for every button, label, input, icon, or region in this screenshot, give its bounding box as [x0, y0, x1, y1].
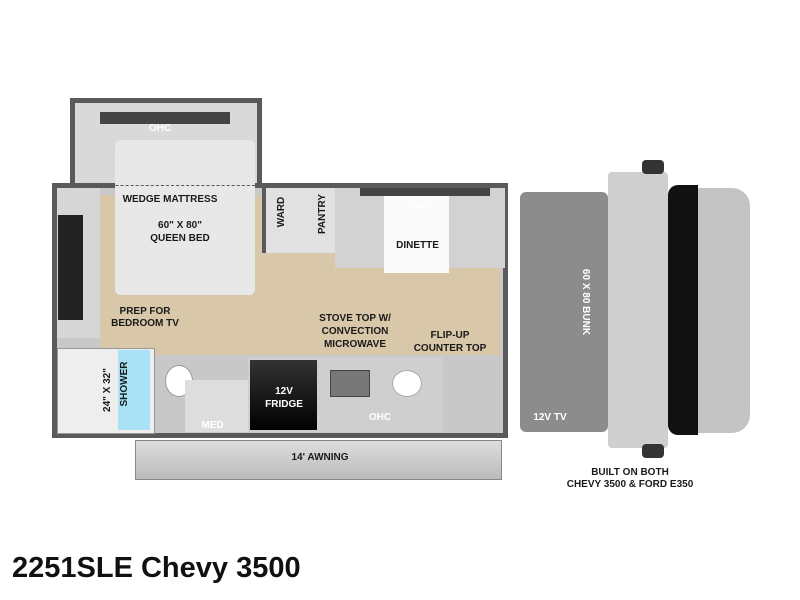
bed-size-label: 60" X 80" — [158, 220, 202, 231]
awning — [135, 440, 502, 480]
tv-label: 12V TV — [533, 412, 567, 423]
bedroom-ohc-label: OHC — [148, 123, 172, 134]
wardrobe-pantry — [262, 188, 339, 253]
mirror-top-icon — [642, 160, 664, 174]
fridge-label-2: FRIDGE — [265, 399, 303, 410]
med-label: MED — [201, 420, 224, 431]
dinette-table — [384, 195, 449, 273]
wedge-mattress-label: WEDGE MATTRESS — [122, 194, 218, 205]
prep-tv-label-2: BEDROOM TV — [111, 318, 179, 329]
page-title: 2251SLE Chevy 3500 — [12, 552, 301, 584]
bunk-label: 60 X 80 BUNK — [580, 268, 591, 336]
cab-hood — [608, 172, 668, 448]
chassis-label-1: BUILT ON BOTH — [591, 467, 669, 478]
sink-icon — [392, 370, 422, 397]
bath-vanity — [185, 380, 248, 432]
windshield — [668, 185, 698, 435]
awning-label: 14' AWNING — [291, 452, 349, 463]
dinette-ohc-label: OHC — [410, 201, 434, 212]
stove-icon — [330, 370, 370, 397]
flip-up-label-2: COUNTER TOP — [413, 343, 487, 354]
kitchen-ohc-label: OHC — [368, 412, 392, 423]
prep-tv-label-1: PREP FOR — [119, 306, 171, 317]
bed-dashed-line — [75, 185, 260, 186]
flip-up-label-1: FLIP-UP — [430, 330, 470, 341]
shower-label: SHOWER — [119, 361, 130, 407]
shower-glass — [118, 350, 150, 430]
bed-type-label: QUEEN BED — [150, 233, 210, 244]
bedroom-tv — [58, 215, 83, 320]
fridge — [250, 360, 317, 430]
shower-size-label: 24" X 32" — [102, 368, 113, 412]
fridge-label-1: 12V — [275, 386, 293, 397]
stove-label-1: STOVE TOP W/ — [319, 313, 391, 324]
bedroom-ohc — [100, 112, 230, 124]
dinette-label: DINETTE — [396, 240, 439, 251]
stove-label-3: MICROWAVE — [323, 339, 387, 350]
dinette-ohc — [360, 188, 490, 196]
chassis-label-2: CHEVY 3500 & FORD E350 — [566, 479, 694, 490]
bed — [115, 140, 255, 295]
bunk — [520, 192, 608, 432]
cab-front — [698, 188, 750, 433]
pantry-label: PANTRY — [317, 194, 328, 234]
stove-label-2: CONVECTION — [321, 326, 389, 337]
mirror-bottom-icon — [642, 444, 664, 458]
ward-label: WARD — [276, 196, 287, 228]
